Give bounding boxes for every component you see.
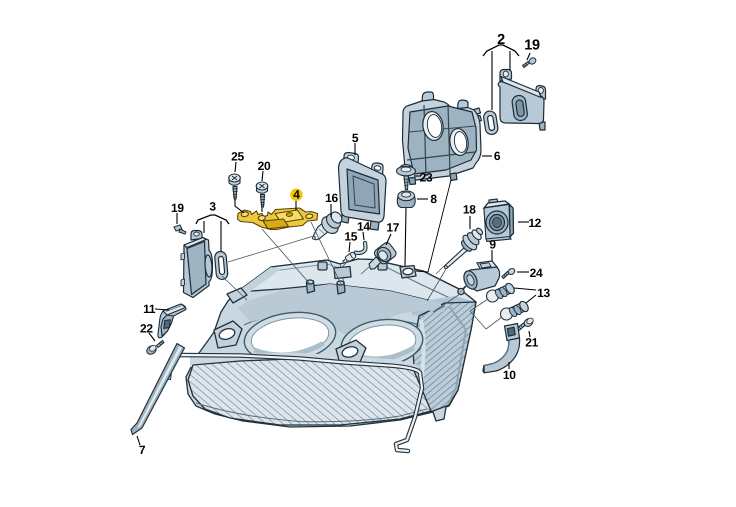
svg-text:19: 19: [524, 38, 540, 54]
svg-text:18: 18: [463, 203, 476, 217]
svg-text:23: 23: [420, 171, 433, 185]
svg-text:7: 7: [139, 443, 146, 457]
svg-text:20: 20: [258, 159, 271, 173]
svg-text:16: 16: [325, 191, 338, 205]
svg-text:22: 22: [140, 321, 153, 335]
svg-text:4: 4: [293, 188, 300, 202]
svg-text:11: 11: [143, 302, 156, 316]
svg-text:9: 9: [489, 237, 496, 251]
svg-text:14: 14: [357, 220, 370, 234]
svg-text:2: 2: [497, 32, 505, 48]
svg-text:13: 13: [537, 286, 550, 300]
svg-text:24: 24: [530, 266, 543, 280]
svg-text:3: 3: [209, 200, 216, 214]
svg-text:12: 12: [528, 216, 541, 230]
svg-text:6: 6: [494, 149, 501, 163]
svg-text:15: 15: [344, 229, 357, 243]
svg-text:19: 19: [171, 201, 184, 215]
svg-text:5: 5: [352, 131, 359, 145]
svg-text:21: 21: [525, 335, 538, 349]
svg-text:10: 10: [503, 368, 516, 382]
svg-text:8: 8: [430, 192, 437, 206]
svg-text:25: 25: [231, 150, 244, 164]
svg-text:17: 17: [386, 221, 399, 235]
